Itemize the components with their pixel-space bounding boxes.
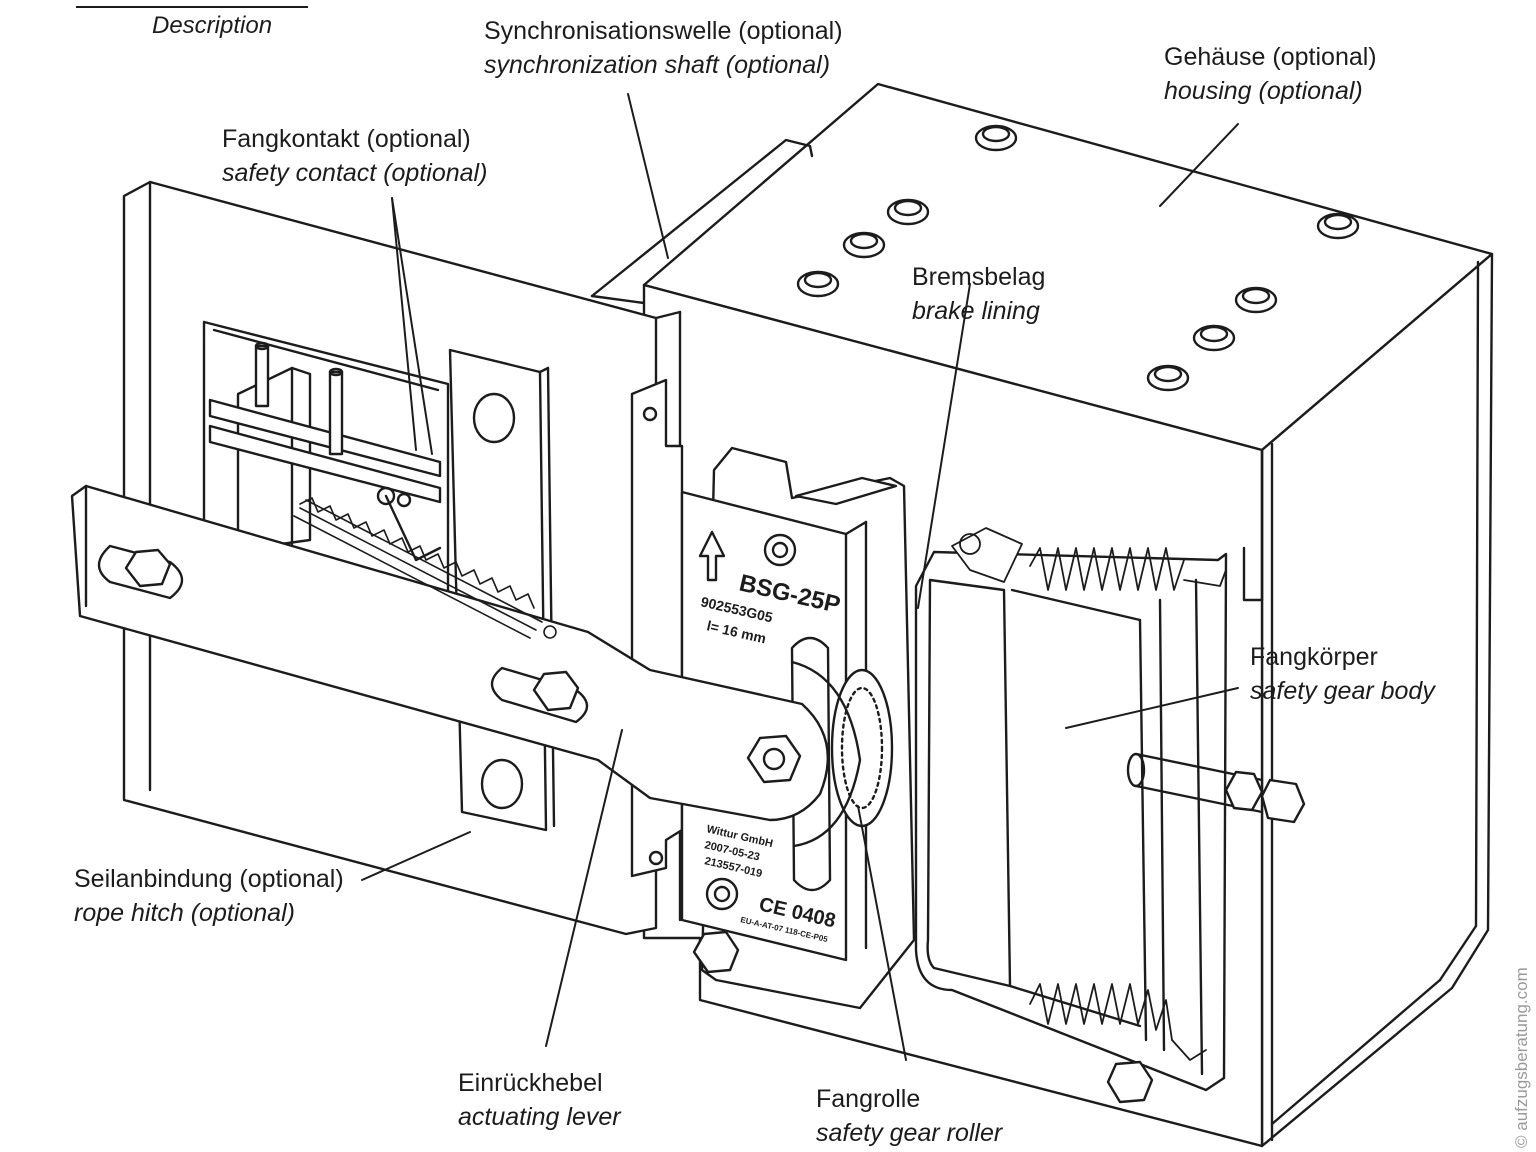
label-rope-hitch: Seilanbindung (optional) rope hitch (opt… [74,862,344,930]
screw-head [763,533,797,567]
label-sync-shaft: Synchronisationswelle (optional) synchro… [484,14,843,82]
label-brake-lining: Bremsbelag brake lining [912,260,1045,328]
label-safety-contact-de: Fangkontakt (optional) [222,125,471,153]
direction-arrow-icon [698,530,726,582]
hex-bolt [124,548,172,588]
label-sync-shaft-en: synchronization shaft (optional) [484,51,831,79]
label-safety-contact: Fangkontakt (optional) safety contact (o… [222,122,487,190]
label-gear-roller: Fangrolle safety gear roller [816,1082,1002,1150]
mounting-hole [893,199,923,217]
leader-gear-body [1065,687,1239,729]
hex-bolt [692,930,740,974]
back-plate [590,138,814,298]
label-safety-contact-en: safety contact (optional) [222,159,488,187]
contact-pin [328,370,344,456]
mounting-hole [1241,287,1271,305]
screw-head [713,885,731,903]
screw-head [771,541,789,559]
housing-mounting-holes [796,124,1360,392]
label-actuating-lever-en: actuating lever [458,1103,621,1131]
leader-actuating-lever [545,729,623,1047]
mounting-hole [1323,213,1353,231]
section-title: Description [152,12,273,39]
hex-bolt [1106,1060,1154,1104]
label-gear-roller-en: safety gear roller [816,1119,1003,1147]
leader-lines [361,93,1239,1061]
leader-sync-shaft [627,93,669,259]
mounting-hole [981,125,1011,143]
safety-gear-body [692,550,1306,1104]
mounting-hole [1153,365,1183,383]
leader-rope-hitch [361,831,471,881]
mounting-hole [803,271,833,289]
label-sync-shaft-de: Synchronisationswelle (optional) [484,17,843,45]
gear-body-spring-top [951,527,1227,591]
label-housing: Gehäuse (optional) housing (optional) [1164,40,1377,108]
header-rule [76,6,308,8]
leader-safety-contact-1 [391,197,433,455]
label-brake-lining-en: brake lining [912,297,1040,325]
lever-spring [293,497,557,639]
hex-bolt [532,670,580,712]
label-gear-roller-de: Fangrolle [816,1085,921,1113]
actuating-lever [70,484,830,822]
hex-nut [1260,778,1306,824]
label-brake-lining-de: Bremsbelag [912,263,1046,291]
copyright-watermark: © aufzugsberatung.com [1512,967,1531,1148]
label-gear-body-de: Fangkörper [1250,643,1378,671]
contact-pin [254,344,270,408]
hitch-hole [472,392,516,444]
label-housing-en: housing (optional) [1164,77,1363,105]
label-housing-de: Gehäuse (optional) [1164,43,1377,71]
leader-brake-lining [917,283,971,609]
label-gear-body: Fangkörper safety gear body [1250,640,1435,708]
mounting-hole [849,232,879,250]
label-rope-hitch-de: Seilanbindung (optional) [74,865,344,893]
label-rope-hitch-en: rope hitch (optional) [74,899,295,927]
gear-body-spring-bottom [1029,983,1207,1061]
hex-bolt [1224,770,1264,812]
label-actuating-lever: Einrückhebel actuating lever [458,1066,621,1134]
mounting-hole [1199,325,1229,343]
label-gear-body-en: safety gear body [1250,677,1435,705]
leader-gear-roller [857,805,907,1061]
leader-housing [1159,123,1239,207]
label-actuating-lever-de: Einrückhebel [458,1069,603,1097]
leader-safety-contact-2 [391,197,417,451]
screw-head [705,877,739,911]
hitch-hole [480,758,524,810]
hex-bolt [746,734,802,784]
